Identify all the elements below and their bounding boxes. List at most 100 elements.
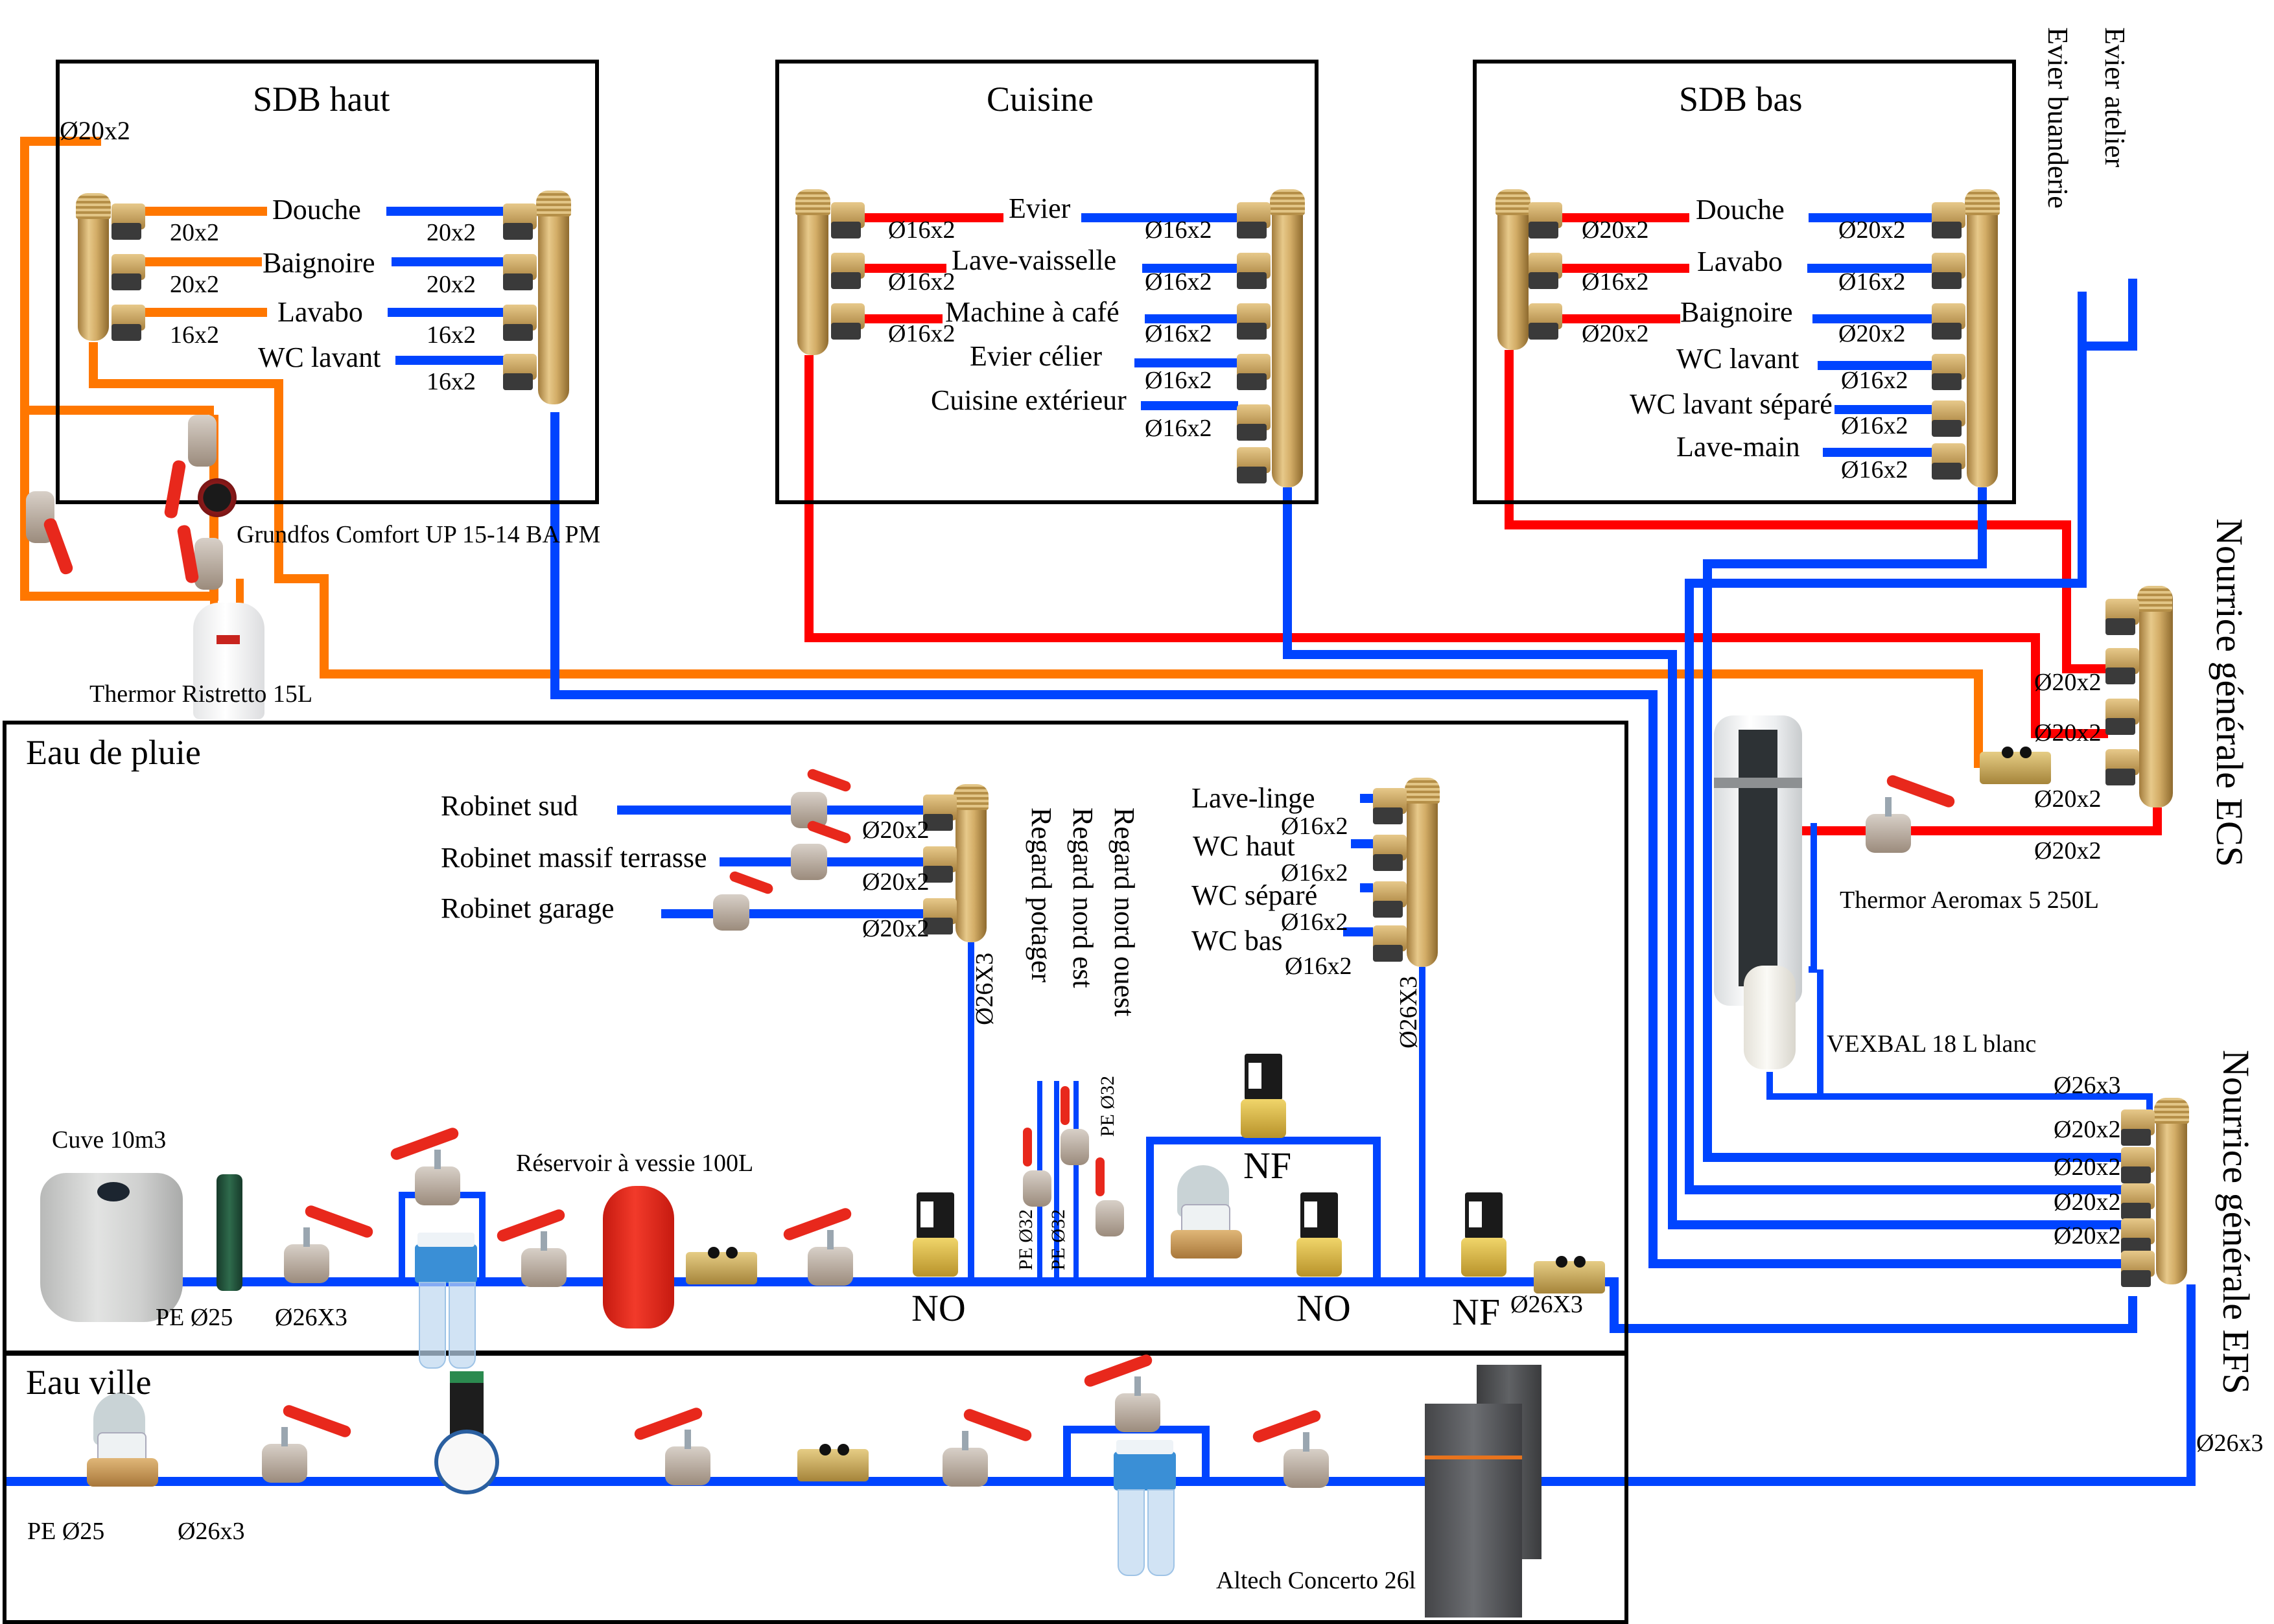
pipe-size-label: Ø16x2 <box>888 268 955 296</box>
valve-handle-icon <box>503 324 533 341</box>
valve-outlet[interactable] <box>503 354 537 390</box>
valve-outlet[interactable] <box>831 303 865 340</box>
city-main-valve[interactable] <box>262 1403 353 1483</box>
valve-outlet[interactable] <box>1373 881 1407 918</box>
valve-outlet[interactable] <box>1932 354 1965 390</box>
valve-handle-icon <box>1373 854 1403 871</box>
regard-valve[interactable] <box>1061 1086 1089 1165</box>
pipe-size-label: Ø26x3 <box>178 1518 245 1545</box>
valve-outlet[interactable] <box>2121 1218 2155 1255</box>
pipe-size-label: Ø16x2 <box>1281 909 1348 936</box>
cold-supply-sdb-haut <box>550 412 2133 1268</box>
valve-outlet[interactable] <box>1529 303 1562 340</box>
regard-valve[interactable] <box>1096 1157 1124 1236</box>
valve-outlet[interactable] <box>2121 1109 2155 1146</box>
fixture-label: Douche <box>1696 194 1785 226</box>
valve-outlet[interactable] <box>1932 303 1965 340</box>
fixture-label: Lave-main <box>1676 431 1800 463</box>
main-ball-valve[interactable] <box>284 1203 375 1283</box>
valve-outlet[interactable] <box>831 202 865 238</box>
valve-outlet[interactable] <box>503 203 537 240</box>
pipe-size-label: Ø16x2 <box>1582 268 1649 296</box>
filter-bypass-valve[interactable] <box>1083 1352 1160 1432</box>
heat-pump-heater-label: Thermor Aeromax 5 250L <box>1840 887 2099 914</box>
garden-tap-valve[interactable] <box>791 819 852 880</box>
valve-outlet[interactable] <box>1932 400 1965 437</box>
ball-valve[interactable] <box>943 1407 1033 1487</box>
valve-handle-icon <box>2121 1129 2151 1146</box>
ball-valve[interactable] <box>782 1206 853 1286</box>
garden-tap-label: Robinet sud <box>441 790 578 822</box>
pipe-size-label: Ø16x2 <box>1841 367 1908 394</box>
valve-handle-icon <box>2105 667 2135 684</box>
valve-outlet[interactable] <box>1373 835 1407 871</box>
valve-outlet[interactable] <box>2105 699 2139 735</box>
fixture-label: WC lavant <box>258 342 381 373</box>
bladder-tank-label: Réservoir à vessie 100L <box>516 1150 754 1177</box>
coil-icon <box>1300 1192 1338 1239</box>
sdb-bas-cold-manifold <box>1965 189 2000 487</box>
valve-outlet[interactable] <box>2121 1251 2155 1287</box>
valve-outlet[interactable] <box>1237 354 1271 390</box>
valve-outlet[interactable] <box>923 898 957 934</box>
valve-outlet[interactable] <box>111 254 145 290</box>
pipe-size-label: 16x2 <box>170 321 219 349</box>
regard-valve[interactable] <box>1023 1128 1051 1207</box>
pipe-size-label: Ø16x2 <box>1281 813 1348 840</box>
valve-outlet[interactable] <box>111 305 145 341</box>
valve-outlet[interactable] <box>503 305 537 341</box>
heater-band <box>1714 778 1802 788</box>
valve-outlet[interactable] <box>1529 253 1562 289</box>
hot-supply-cuisine <box>804 355 2108 738</box>
valve-outlet[interactable] <box>1373 788 1407 824</box>
expansion-vessel-label: VEXBAL 18 L blanc <box>1827 1030 2037 1058</box>
valve-outlet[interactable] <box>1237 202 1271 238</box>
valve-outlet[interactable] <box>2105 648 2139 684</box>
valve-outlet[interactable] <box>1237 303 1271 340</box>
valve-outlet[interactable] <box>923 846 957 883</box>
valve-outlet[interactable] <box>831 253 865 289</box>
pipe-size-label: Ø20x2 <box>862 817 930 844</box>
valve-outlet[interactable] <box>1932 202 1965 238</box>
valve-handle-icon <box>111 223 141 240</box>
solenoid-valve[interactable] <box>1461 1192 1506 1277</box>
regard-label: Regard potager <box>1026 807 1057 982</box>
solenoid-valve[interactable] <box>913 1192 958 1277</box>
bypass-ball-valve[interactable] <box>26 491 75 576</box>
valve-outlet[interactable] <box>1237 447 1271 483</box>
rain-tank <box>40 1173 183 1322</box>
valve-outlet[interactable] <box>1237 404 1271 441</box>
cold-feed-heater <box>1809 823 1817 973</box>
pipe-size-label: Ø20x2 <box>2034 785 2102 813</box>
heater-outlet-ball-valve[interactable] <box>1866 773 1956 853</box>
valve-outlet[interactable] <box>1529 202 1562 238</box>
filter-outlet-valve[interactable] <box>1251 1408 1329 1488</box>
valve-outlet[interactable] <box>2105 599 2139 635</box>
valve-outlet[interactable] <box>1932 253 1965 289</box>
valve-outlet[interactable] <box>2121 1183 2155 1220</box>
water-meter <box>1171 1165 1242 1262</box>
solenoid-valve[interactable] <box>1241 1054 1286 1138</box>
valve-outlet[interactable] <box>1237 253 1271 289</box>
valve-outlet[interactable] <box>923 795 957 831</box>
valve-outlet[interactable] <box>1932 443 1965 480</box>
filter-outlet-valve[interactable] <box>495 1207 567 1287</box>
valve-outlet[interactable] <box>2105 749 2139 785</box>
ball-valve[interactable] <box>633 1406 710 1485</box>
garden-tap-valve[interactable] <box>713 870 775 931</box>
solenoid-valve[interactable] <box>1296 1192 1342 1277</box>
drain-ball-valve[interactable] <box>176 524 223 590</box>
fixture-label: WC lavant séparé <box>1630 388 1833 420</box>
filter-bypass-valve[interactable] <box>389 1126 460 1205</box>
valve-outlet[interactable] <box>111 203 145 240</box>
valve-outlet[interactable] <box>503 254 537 290</box>
valve-outlet[interactable] <box>1373 925 1407 962</box>
recirc-ball-valve[interactable] <box>163 415 217 520</box>
valve-outlet[interactable] <box>2121 1147 2155 1183</box>
valve-handle-icon <box>1529 272 1558 289</box>
reducer-knob <box>450 1371 484 1436</box>
check-valve <box>797 1444 869 1481</box>
recirc-return <box>89 342 1984 768</box>
valve-handle-icon <box>1529 222 1558 238</box>
